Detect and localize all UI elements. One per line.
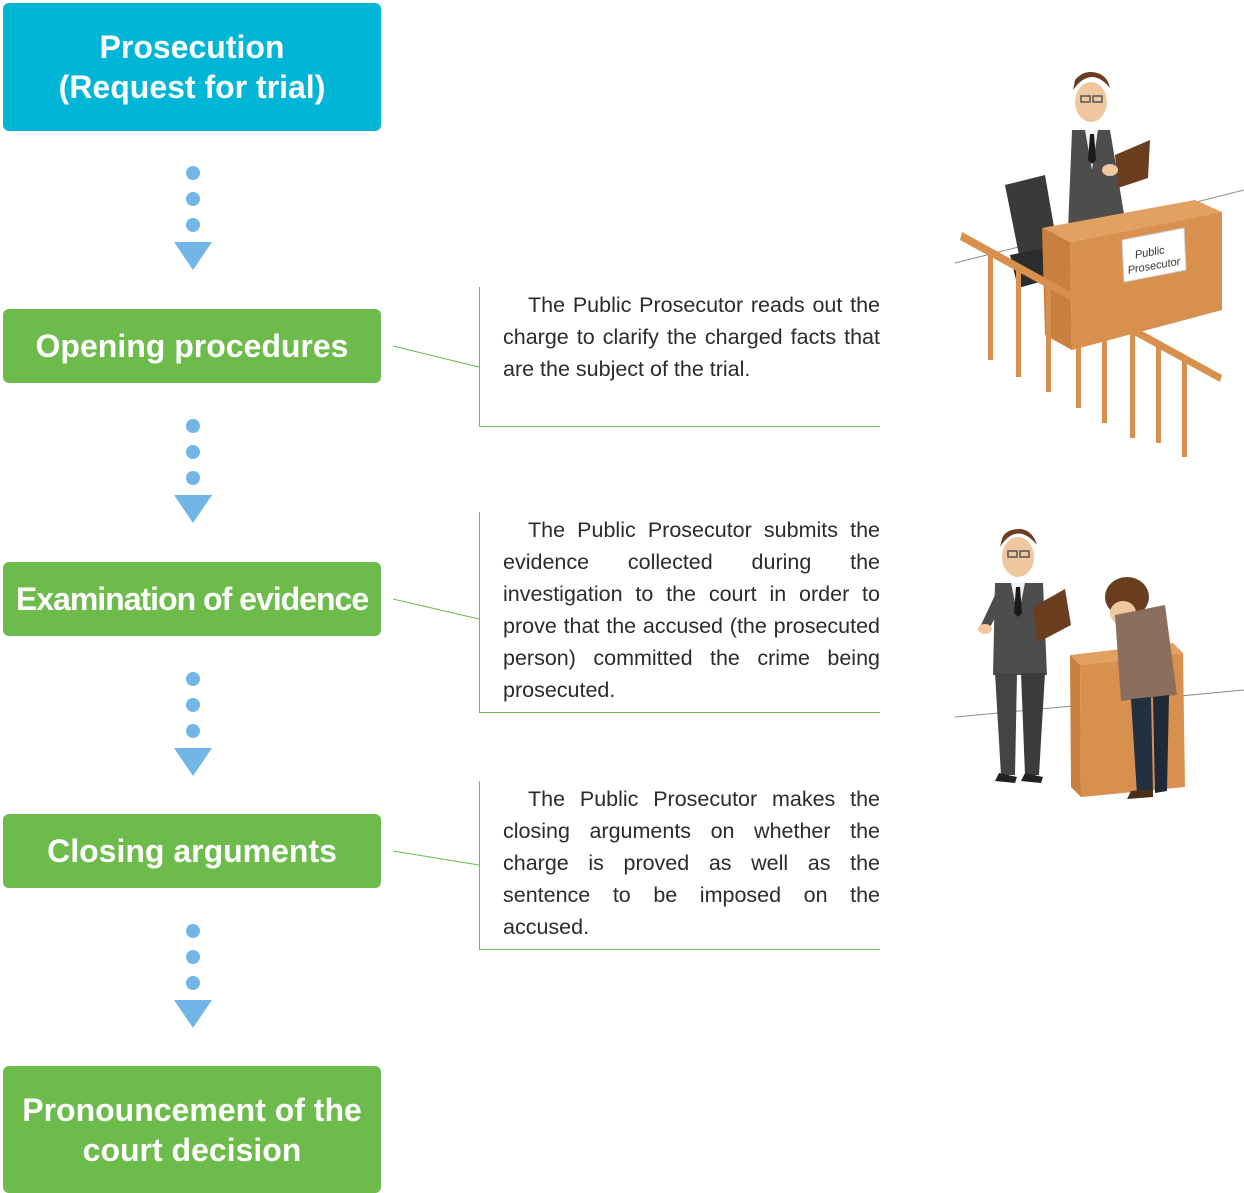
description-closing-text: The Public Prosecutor makes the closing …	[503, 787, 880, 939]
description-examination-of-evidence: The Public Prosecutor submits the eviden…	[479, 512, 880, 713]
step-prosecution-label: Prosecution (Request for trial)	[58, 29, 326, 105]
step-examination-of-evidence: Examination of evidence	[3, 562, 381, 636]
connector-opening	[392, 345, 480, 368]
flow-arrow-2	[173, 419, 213, 529]
connector-evidence	[392, 598, 480, 620]
desk-sign-line-1: Public	[1134, 244, 1166, 261]
flow-arrow-4	[173, 924, 213, 1034]
prosecutor-with-accused-illustration	[955, 529, 1244, 799]
description-opening-procedures: The Public Prosecutor reads out the char…	[479, 287, 880, 427]
arrow-down-icon	[174, 242, 212, 270]
description-closing-arguments: The Public Prosecutor makes the closing …	[479, 781, 880, 950]
arrow-down-icon	[174, 495, 212, 523]
flow-arrow-1	[173, 166, 213, 276]
step-pronouncement-label: Pronouncement of the court decision	[22, 1091, 362, 1168]
step-prosecution: Prosecution (Request for trial)	[3, 3, 381, 131]
step-examination-of-evidence-label: Examination of evidence	[15, 581, 369, 617]
step-opening-procedures: Opening procedures	[3, 309, 381, 383]
flow-arrow-3	[173, 672, 213, 782]
step-closing-arguments: Closing arguments	[3, 814, 381, 888]
arrow-down-icon	[174, 1000, 212, 1028]
prosecutor-at-desk-illustration: Public Prosecutor	[954, 72, 1244, 457]
step-pronouncement: Pronouncement of the court decision	[3, 1066, 381, 1193]
connector-closing	[392, 850, 480, 866]
description-evidence-text: The Public Prosecutor submits the eviden…	[503, 518, 880, 702]
step-closing-arguments-label: Closing arguments	[47, 833, 337, 869]
step-opening-procedures-label: Opening procedures	[35, 328, 349, 364]
description-opening-text: The Public Prosecutor reads out the char…	[503, 293, 880, 381]
arrow-down-icon	[174, 748, 212, 776]
